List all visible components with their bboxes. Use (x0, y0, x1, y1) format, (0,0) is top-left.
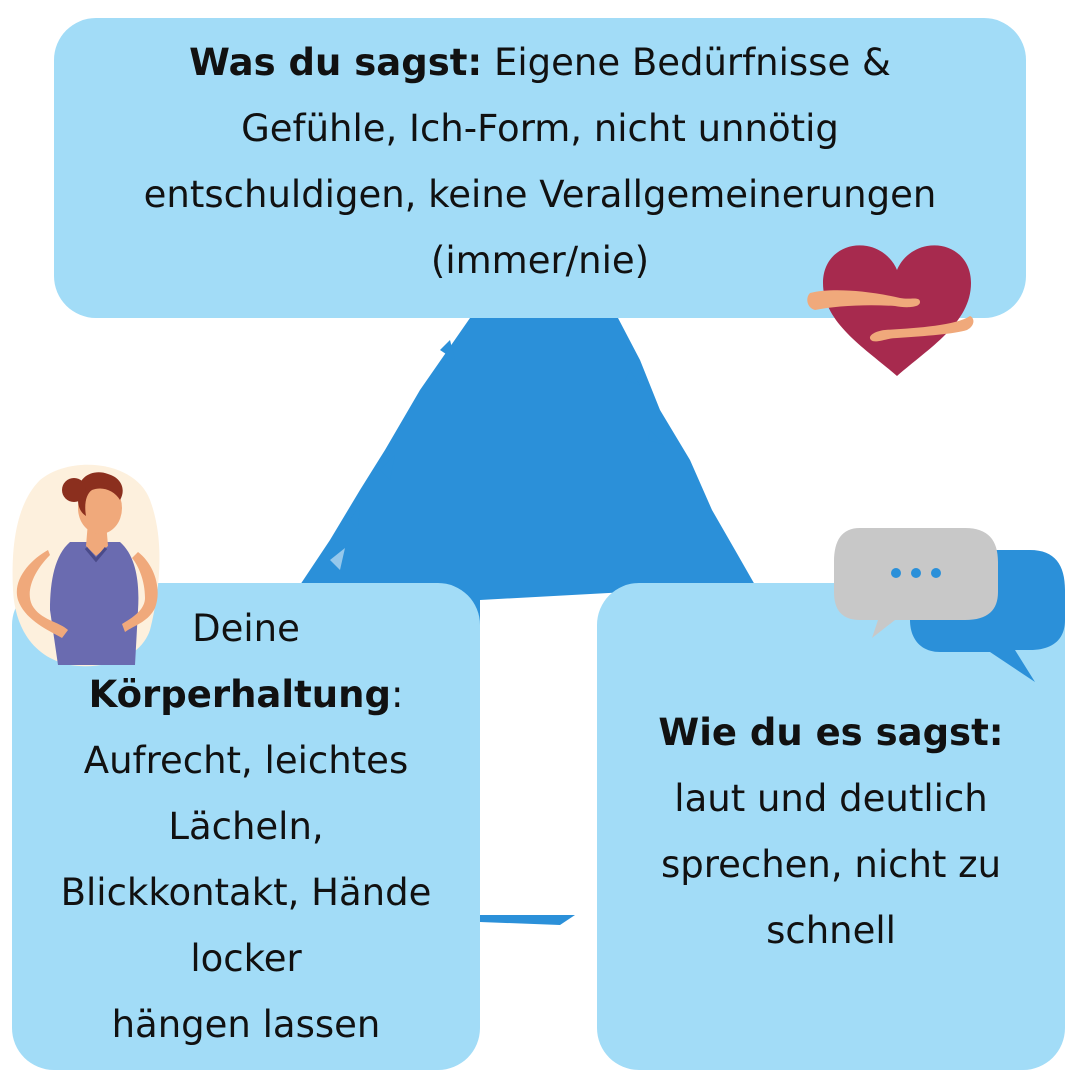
top-line2: Gefühle, Ich-Form, nicht unnötig (241, 107, 839, 150)
right-line2: laut und deutlich (674, 776, 988, 820)
left-line1: Deine (192, 606, 300, 650)
left-line4: Lächeln, (168, 804, 324, 848)
top-line3: entschuldigen, keine Verallgemeinerungen (143, 173, 937, 216)
woman-pose-icon (12, 464, 160, 667)
left-line3: Aufrecht, leichtes (83, 738, 409, 782)
speech-bubbles-icon (834, 528, 1065, 682)
left-line7: hängen lassen (111, 1002, 381, 1046)
right-line4: schnell (766, 908, 896, 952)
left-line6: locker (190, 936, 302, 980)
heart-hug-icon (807, 245, 974, 376)
left-heading-suffix: : (390, 672, 404, 716)
right-heading: Wie du es sagst: (658, 710, 1004, 754)
top-card: Was du sagst: Eigene Bedürfnisse & Gefüh… (54, 18, 1026, 318)
top-line4: (immer/nie) (430, 239, 650, 282)
top-heading: Was du sagst: (189, 41, 483, 84)
left-line5: Blickkontakt, Hände (60, 870, 432, 914)
top-line1: Eigene Bedürfnisse & (482, 41, 891, 84)
left-heading: Körperhaltung (88, 672, 391, 716)
right-card: Wie du es sagst: laut und deutlich sprec… (597, 583, 1065, 1070)
right-line3: sprechen, nicht zu (660, 842, 1002, 886)
